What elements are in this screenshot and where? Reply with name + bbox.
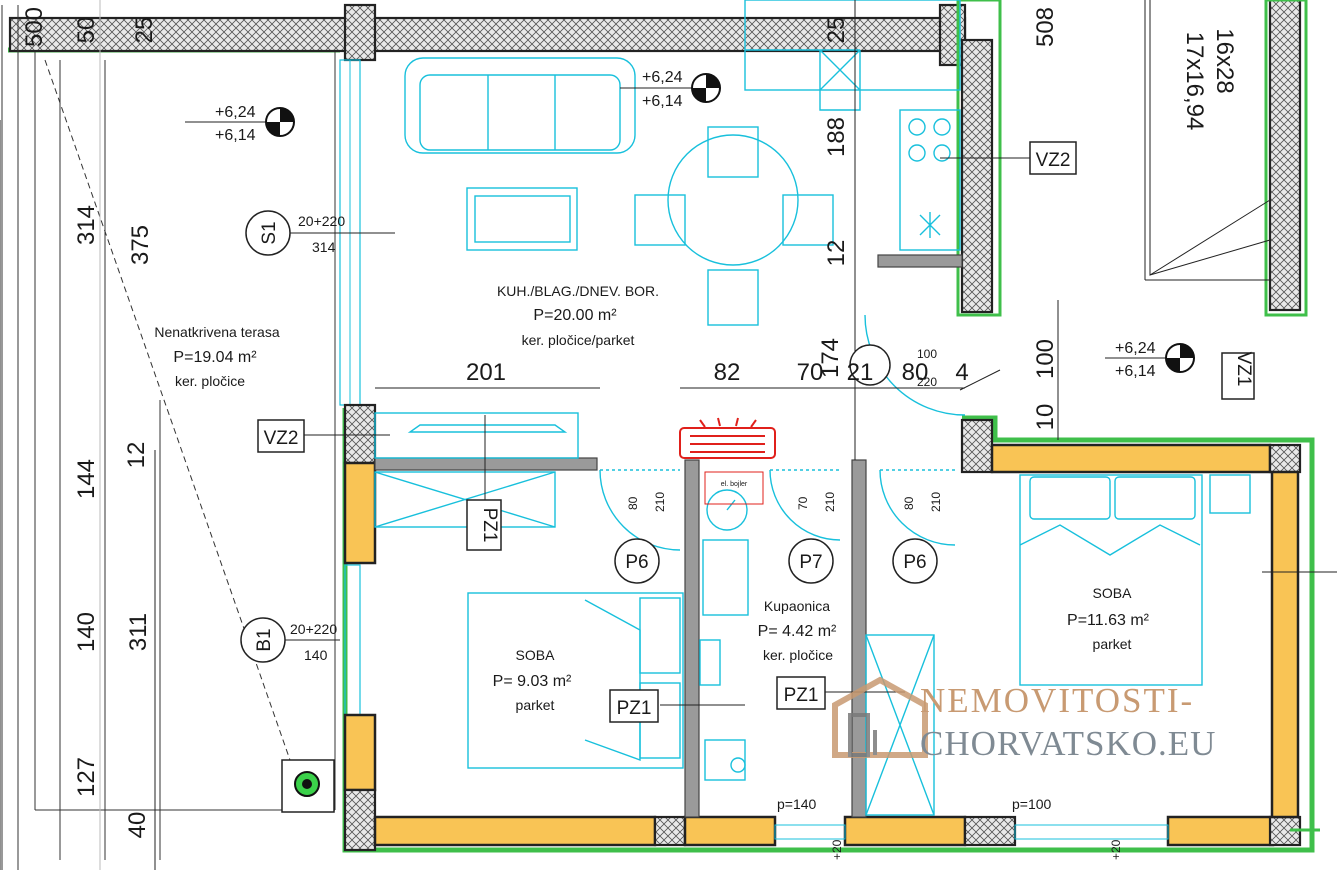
dim-40: 40 — [124, 812, 151, 839]
partitions — [374, 254, 963, 818]
dim-375: 375 — [127, 225, 154, 265]
bedroom2-name: SOBA — [1093, 585, 1133, 601]
tag-b1: B1 — [254, 628, 275, 651]
bathroom-name: Kupaonica — [764, 598, 830, 614]
bedroom2-floor: parket — [1093, 636, 1132, 652]
b1-size: 20+220 — [290, 621, 337, 637]
boiler-icon — [679, 417, 776, 505]
tag-vz2: VZ2 — [264, 428, 299, 449]
tag-pz1: PZ1 — [479, 508, 500, 543]
dim-12: 12 — [823, 240, 850, 267]
stairs-steps: 16x28 — [1211, 28, 1238, 93]
door-swings — [599, 314, 966, 551]
dim-50: 50 — [73, 17, 100, 44]
s1-size: 20+220 — [298, 213, 345, 229]
tag-s1: S1 — [259, 221, 280, 244]
kitchen-fixtures — [404, 0, 961, 326]
dim-311: 311 — [125, 613, 152, 651]
dim-12: 12 — [123, 442, 150, 469]
terrace-area: P=19.04 m² — [173, 349, 257, 366]
terrace-boundary — [1, 5, 336, 870]
p140-label: p=140 — [777, 796, 817, 812]
dim-21: 21 — [847, 359, 874, 386]
door-width: 80 — [626, 496, 640, 510]
dim-500: 500 — [21, 7, 48, 47]
bedroom1-area: P= 9.03 m² — [493, 673, 572, 690]
tag-pz1: PZ1 — [617, 698, 652, 719]
bedroom2-area: P=11.63 m² — [1067, 612, 1150, 629]
elevation-top: +6,24 — [215, 104, 256, 121]
dim-25: 25 — [823, 17, 850, 44]
stairs-rise: 17x16,94 — [1181, 32, 1208, 131]
kitchen-name: KUH./BLAG./DNEV. BOR. — [497, 283, 659, 299]
dim-70: 70 — [797, 359, 824, 386]
terrace-floor: ker. pločice — [175, 373, 245, 389]
tag-vz2: VZ2 — [1036, 150, 1071, 171]
bathroom-fixtures — [699, 489, 749, 781]
door-height: 210 — [653, 492, 667, 512]
door-height: 210 — [823, 492, 837, 512]
watermark-line1: NEMOVITOSTI- — [920, 681, 1194, 720]
dim-144: 144 — [73, 459, 100, 499]
tag-p7: P7 — [799, 552, 822, 573]
dim-188: 188 — [823, 117, 850, 157]
dim-508: 508 — [1032, 7, 1059, 47]
stair-walls — [956, 0, 1308, 317]
entry-width: 100 — [917, 347, 937, 361]
watermark-line2: CHORVATSKO.EU — [920, 724, 1216, 763]
entry-height: 220 — [917, 375, 937, 389]
dim-82: 82 — [714, 359, 741, 386]
dim-80: 80 — [902, 359, 929, 386]
tag-vz1: VZ1 — [1233, 352, 1254, 387]
p100-label: p=100 — [1012, 796, 1052, 812]
door-height: 210 — [929, 492, 943, 512]
bathroom-area: P= 4.42 m² — [758, 623, 837, 640]
door-width: 80 — [902, 496, 916, 510]
elevation-top: +6,24 — [1115, 340, 1156, 357]
dim-314: 314 — [73, 205, 100, 245]
sill-label: +20 — [1109, 839, 1123, 860]
sill-label: +20 — [830, 839, 844, 860]
dim-140: 140 — [73, 612, 100, 652]
kitchen-floor: ker. pločice/parket — [522, 332, 635, 348]
boiler-label: el. bojler — [721, 481, 748, 488]
kitchen-area: P=20.00 m² — [533, 307, 617, 324]
bathroom-floor: ker. pločice — [763, 647, 833, 663]
top-wall — [8, 3, 967, 67]
bedroom1-name: SOBA — [516, 647, 556, 663]
bedroom2-fixtures — [865, 474, 1251, 816]
bedroom1-floor: parket — [516, 697, 555, 713]
drain-icon — [281, 759, 335, 813]
door-width: 70 — [796, 496, 810, 510]
labels: Nenatkrivena terasa P=19.04 m² ker. ploč… — [21, 7, 1254, 860]
dim-127: 127 — [73, 757, 100, 797]
elevation-bottom: +6,14 — [1115, 363, 1156, 380]
dim-25: 25 — [131, 17, 158, 44]
dim-174: 174 — [817, 338, 844, 378]
terrace-name: Nenatkrivena terasa — [154, 324, 280, 340]
dim-4: 4 — [955, 359, 968, 386]
dim-100: 100 — [1032, 339, 1059, 379]
b1-width: 140 — [304, 647, 328, 663]
s1-width: 314 — [312, 239, 336, 255]
bottom-wall — [373, 815, 1302, 847]
dim-10: 10 — [1032, 404, 1059, 431]
elevation-top: +6,24 — [642, 69, 683, 86]
watermark-logo — [832, 676, 928, 758]
dim-201: 201 — [466, 359, 506, 386]
bedroom-right-wall — [960, 418, 1302, 819]
staircase — [1144, 0, 1271, 281]
bedroom-left-wall — [343, 403, 377, 852]
elevation-markers — [265, 73, 1195, 373]
tag-p6: P6 — [625, 552, 648, 573]
tag-pz1: PZ1 — [784, 685, 819, 706]
tag-p6: P6 — [903, 552, 926, 573]
tag-boxes — [240, 141, 1255, 723]
elevation-bottom: +6,14 — [215, 127, 256, 144]
elevation-bottom: +6,14 — [642, 93, 683, 110]
